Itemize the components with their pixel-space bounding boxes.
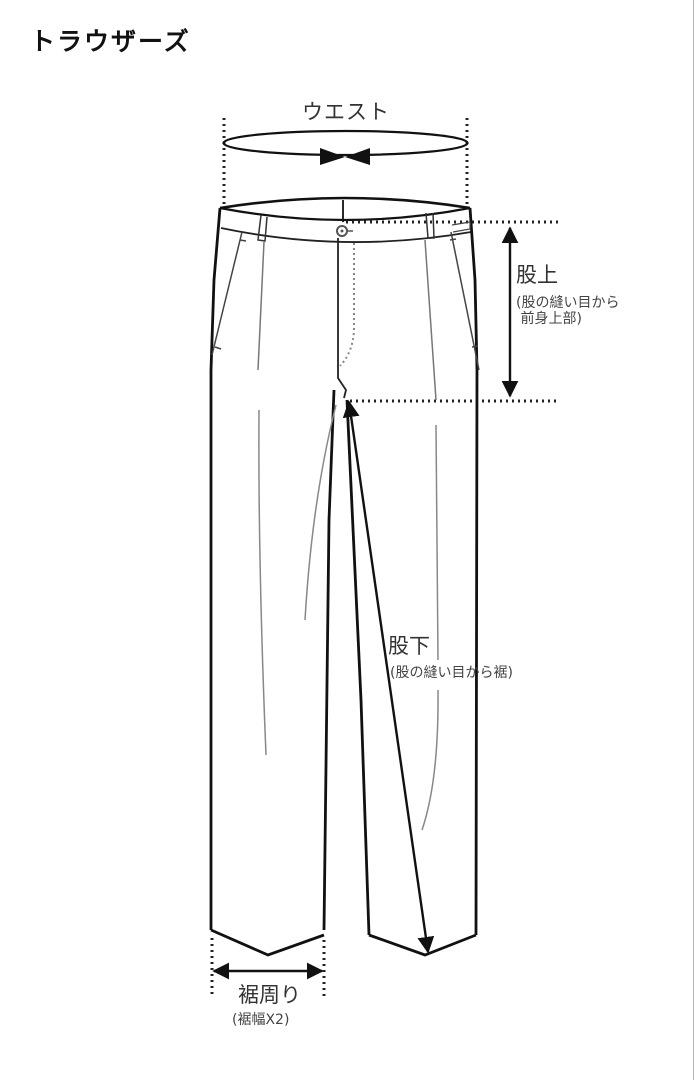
waist-measurement-guide [222, 118, 469, 205]
waist-arrow-icon [320, 148, 370, 165]
waistband [219, 196, 472, 243]
right-edge-divider [693, 0, 694, 1080]
rise-note-line2: 前身上部) [516, 311, 582, 328]
inseam-label: 股下 [388, 634, 430, 658]
rise-label: 股上 [516, 263, 558, 287]
hem-measurement-guide [210, 938, 326, 998]
waist-label: ウエスト [302, 100, 390, 124]
inseam-note: (股の縫い目から裾) [390, 665, 513, 681]
rise-guides [346, 220, 560, 403]
inseam-arrow-icon [342, 400, 435, 954]
left-leg [209, 207, 337, 957]
rise-note: (股の縫い目から 前身上部) [516, 295, 619, 327]
fly-stitch [339, 243, 355, 367]
hem-label: 裾周り [238, 983, 301, 1007]
page-title: トラウザーズ [30, 27, 191, 56]
hem-note: (裾幅X2) [232, 1012, 290, 1028]
rise-note-line1: (股の縫い目から [516, 295, 620, 311]
